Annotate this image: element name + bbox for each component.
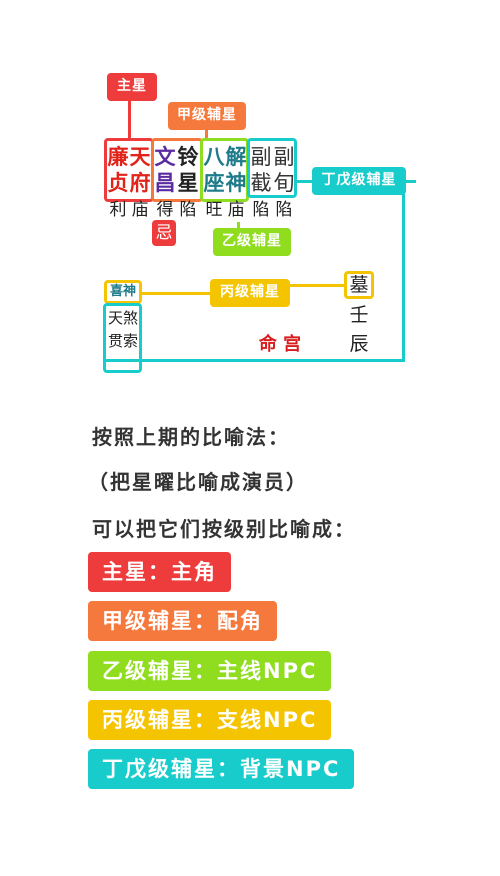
star-fu1: 副 bbox=[250, 145, 272, 169]
text-line-3: 可以把它们按级别比喻成： bbox=[92, 517, 356, 541]
tag-class-d: 丁戊级辅星 bbox=[312, 167, 406, 195]
bright-xian1: 陷 bbox=[179, 200, 197, 220]
star-ling: 铃 bbox=[177, 145, 199, 169]
bright-xian3: 陷 bbox=[275, 200, 293, 220]
palace-ren: 壬 bbox=[349, 304, 369, 326]
box-xishen bbox=[104, 280, 142, 304]
text-line-1: 按照上期的比喻法： bbox=[92, 425, 290, 449]
star-xun: 旬 bbox=[273, 171, 295, 195]
palace-name: 命 宫 bbox=[258, 334, 302, 355]
small-star-tian-sha: 天煞 bbox=[107, 309, 138, 327]
star-jie: 解 bbox=[225, 145, 247, 169]
star-zuo: 座 bbox=[203, 171, 225, 195]
tag-class-b: 乙级辅星 bbox=[213, 228, 291, 256]
ji-mark: 忌 bbox=[155, 223, 173, 243]
box-class-d-stars bbox=[247, 138, 297, 198]
tag-class-a: 甲级辅星 bbox=[168, 102, 246, 130]
legend-class-c: 丙级辅星：支线NPC bbox=[88, 700, 332, 740]
legend-main-star: 主星：主角 bbox=[88, 552, 231, 592]
connector-class-a bbox=[205, 128, 208, 140]
bright-miao2: 庙 bbox=[227, 200, 245, 220]
star-wen: 文 bbox=[154, 145, 176, 169]
star-xing: 星 bbox=[177, 171, 199, 195]
star-ba: 八 bbox=[203, 145, 225, 169]
star-zhen: 贞 bbox=[107, 171, 129, 195]
connector-class-d-h2 bbox=[406, 180, 416, 183]
bright-de: 得 bbox=[156, 200, 174, 220]
connector-class-d-bottom bbox=[104, 359, 405, 362]
connector-class-d-v bbox=[402, 180, 405, 362]
legend-class-b: 乙级辅星：主线NPC bbox=[88, 651, 332, 691]
text-line-2: （把星曜比喻成演员） bbox=[88, 470, 308, 494]
connector-class-c-left bbox=[141, 292, 211, 295]
bright-xian2: 陷 bbox=[252, 200, 270, 220]
connector-main-star bbox=[128, 100, 131, 138]
bright-li: 利 bbox=[109, 200, 127, 220]
star-fu2: 副 bbox=[273, 145, 295, 169]
star-shen: 神 bbox=[225, 171, 247, 195]
palace-mu: 墓 bbox=[349, 274, 369, 296]
tag-main-star: 主星 bbox=[107, 73, 157, 101]
tag-class-c: 丙级辅星 bbox=[210, 279, 290, 307]
bright-wang: 旺 bbox=[205, 200, 223, 220]
star-tian: 天 bbox=[129, 145, 151, 169]
connector-class-c-right bbox=[288, 284, 344, 287]
bright-miao1: 庙 bbox=[131, 200, 149, 220]
connector-class-d-h bbox=[296, 180, 312, 183]
star-chang: 昌 bbox=[154, 171, 176, 195]
box-small-stars bbox=[103, 303, 142, 373]
star-fu: 府 bbox=[129, 171, 151, 195]
star-lian: 廉 bbox=[107, 145, 129, 169]
palace-chen: 辰 bbox=[349, 333, 369, 355]
star-jie2: 截 bbox=[250, 171, 272, 195]
box-mu bbox=[344, 271, 374, 299]
small-star-guan-suo: 贯索 bbox=[107, 332, 138, 350]
legend-class-d: 丁戊级辅星：背景NPC bbox=[88, 749, 355, 789]
box-ji bbox=[152, 220, 176, 246]
legend-class-a: 甲级辅星：配角 bbox=[88, 601, 277, 641]
xishen-label: 喜神 bbox=[109, 284, 136, 299]
